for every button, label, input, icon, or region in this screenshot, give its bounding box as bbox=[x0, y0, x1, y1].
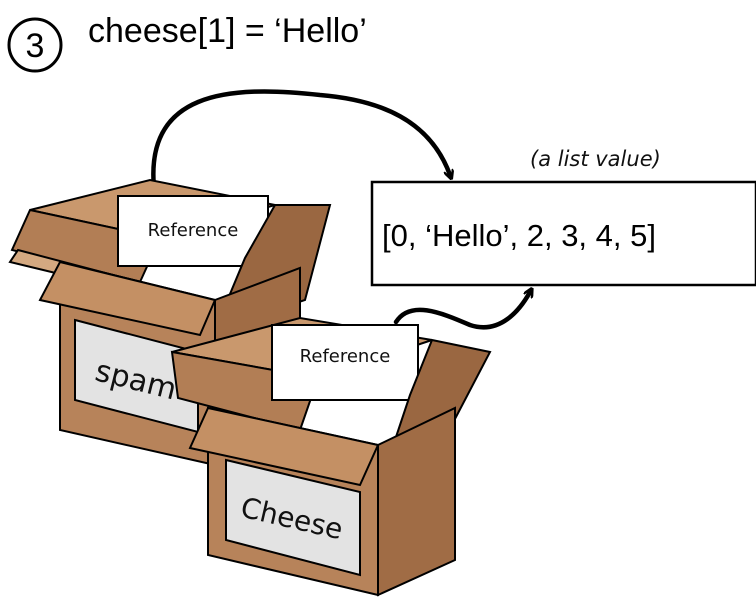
list-value-box: (a list value) [0, ‘Hello’, 2, 3, 4, 5] bbox=[370, 147, 756, 287]
spam-front-flap bbox=[38, 260, 217, 337]
cheese-box: Reference Cheese bbox=[170, 316, 492, 597]
list-caption: (a list value) bbox=[530, 147, 661, 171]
list-value-text: [0, ‘Hello’, 2, 3, 4, 5] bbox=[382, 218, 656, 253]
step-number-circle bbox=[7, 17, 63, 73]
step-number: 3 bbox=[26, 27, 45, 65]
cheese-reference-label: Reference bbox=[300, 346, 391, 367]
cheese-front-flap bbox=[188, 406, 380, 487]
cheese-label-panel bbox=[225, 458, 361, 577]
cheese-reference-arrow bbox=[393, 292, 530, 330]
spam-reference-label: Reference bbox=[148, 220, 239, 241]
spam-reference-arrow bbox=[151, 89, 450, 199]
code-statement: cheese[1] = ‘Hello’ bbox=[88, 12, 367, 50]
cheese-side-face bbox=[377, 406, 456, 597]
list-rectangle bbox=[370, 180, 756, 287]
cheese-reference-card bbox=[271, 324, 419, 401]
step-header: 3 cheese[1] = ‘Hello’ bbox=[7, 12, 367, 73]
